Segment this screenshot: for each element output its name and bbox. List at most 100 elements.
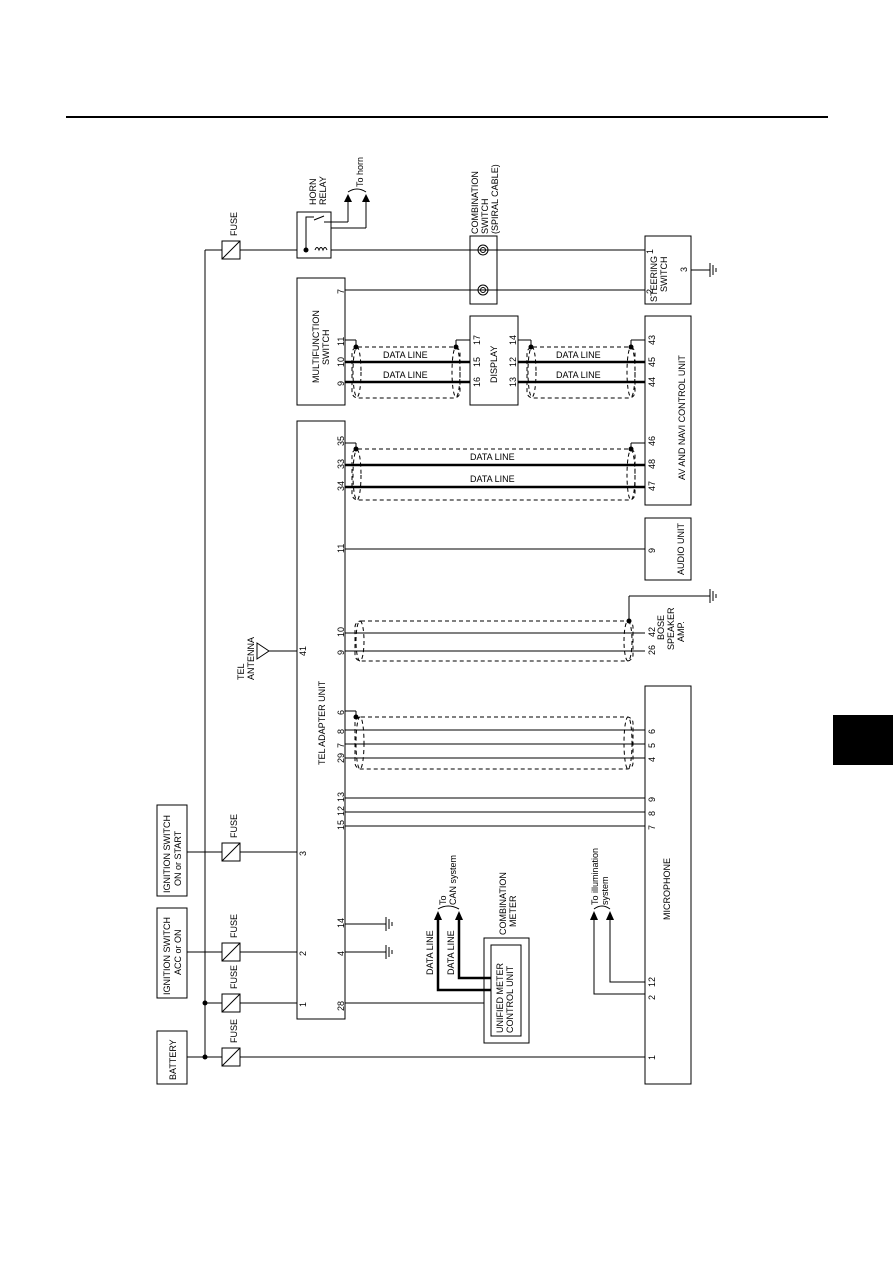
battery-box — [156, 1030, 188, 1085]
to-can-label-2: CAN system — [448, 855, 458, 905]
ground-icon — [385, 945, 393, 959]
data-line-label: DATA LINE — [556, 370, 601, 380]
tel-antenna-label-2: ANTENNA — [246, 637, 256, 680]
fuse-top — [221, 240, 241, 260]
antenna-icon — [256, 642, 270, 660]
tel-adapter-box — [296, 420, 346, 1020]
section-tab — [833, 715, 893, 765]
display-label: DISPLAY — [489, 346, 499, 383]
display-box — [469, 315, 519, 406]
pin-label: 9 — [336, 381, 346, 386]
pin-label: 15 — [472, 357, 482, 367]
arrow-up-icon — [590, 911, 598, 920]
unified-meter-box — [490, 944, 522, 1037]
fuse-tel-1 — [221, 993, 241, 1013]
pin-label: 15 — [336, 820, 346, 830]
ground-icon — [709, 589, 717, 603]
pin-label: 47 — [647, 481, 657, 491]
combination-switch-box — [469, 235, 498, 305]
pin-label: 12 — [508, 357, 518, 367]
steering-switch-label-1: STEERING — [649, 256, 659, 302]
pin-label: 28 — [336, 1001, 346, 1011]
pin-label: 34 — [336, 481, 346, 491]
fuse-battery — [221, 1047, 241, 1067]
audio-unit-label: AUDIO UNIT — [676, 522, 686, 575]
data-line-label: DATA LINE — [556, 350, 601, 360]
pin-label: 26 — [647, 645, 657, 655]
relay-coil-icon — [314, 247, 328, 252]
pin-label: 12 — [647, 977, 657, 987]
audio-unit-box — [644, 517, 692, 581]
ground-icon — [709, 263, 717, 277]
pin-label: 10 — [336, 627, 346, 637]
pin-label: 2 — [645, 289, 655, 294]
pin-label: 9 — [336, 650, 346, 655]
pin-label: 11 — [336, 337, 346, 346]
to-illumination-label-1: To illumination — [590, 848, 600, 905]
pin-label: 8 — [647, 811, 657, 816]
unified-meter-label-1: UNIFIED METER — [495, 962, 505, 1033]
pin-label: 33 — [336, 459, 346, 469]
pin-label: 2 — [647, 995, 657, 1000]
pin-label: 6 — [647, 729, 657, 734]
multifunction-switch-box — [296, 277, 346, 406]
pin-label: 46 — [647, 436, 657, 446]
pin-label: 7 — [647, 825, 657, 830]
pin-label: 14 — [336, 918, 346, 928]
horn-relay-box — [296, 211, 332, 259]
pin-label: 9 — [647, 548, 657, 553]
fuse-acc-label: FUSE — [229, 914, 239, 938]
fuse-top-label: FUSE — [229, 212, 239, 236]
to-illumination-label-2: system — [600, 876, 610, 905]
bose-label-1: BOSE — [656, 615, 666, 640]
fuse-start — [221, 842, 241, 862]
ground-icon — [385, 917, 393, 931]
shield-icon — [354, 620, 634, 662]
pin-label: 7 — [336, 289, 346, 294]
data-line-label: DATA LINE — [383, 350, 428, 360]
pin-label: 44 — [647, 377, 657, 387]
pin-label: 10 — [336, 357, 346, 367]
ignition-start-label-1: IGNITION SWITCH — [162, 815, 172, 893]
horn-relay-label-2: RELAY — [318, 176, 328, 205]
pin-label: 14 — [508, 335, 518, 345]
pin-label: 45 — [647, 357, 657, 367]
arrow-up-icon — [362, 194, 370, 202]
data-line-label: DATA LINE — [425, 930, 435, 975]
ignition-acc-label-1: IGNITION SWITCH — [162, 917, 172, 995]
to-can-label-1: To — [438, 895, 448, 905]
pin-label: 1 — [647, 1055, 657, 1060]
pin-label: 1 — [645, 249, 655, 254]
microphone-box — [644, 685, 692, 1085]
steering-switch-label-2: SWITCH — [659, 257, 669, 293]
fuse-acc — [221, 942, 241, 962]
tel-adapter-label: TEL ADAPTER UNIT — [317, 680, 327, 765]
combination-switch-label-1: COMBINATION — [470, 171, 480, 234]
arrow-up-icon — [344, 194, 352, 202]
junction-dot — [202, 1054, 208, 1060]
junction-dot — [202, 1000, 208, 1006]
data-line-label: DATA LINE — [446, 930, 456, 975]
pin-label: 4 — [647, 757, 657, 762]
av-navi-label: AV AND NAVI CONTROL UNIT — [677, 355, 687, 480]
av-navi-box — [644, 315, 692, 506]
to-horn-label: To horn — [355, 157, 365, 187]
tel-antenna-label-1: TEL — [236, 663, 246, 680]
multifunction-switch-label-2: SWITCH — [321, 330, 331, 366]
pin-label: 4 — [336, 951, 346, 956]
pin-label: 1 — [298, 1002, 308, 1007]
pin-label: 2 — [298, 951, 308, 956]
pin-label: 3 — [298, 851, 308, 856]
pin-label: 16 — [472, 377, 482, 387]
pin-label: 9 — [647, 797, 657, 802]
can-data-line-1 — [436, 918, 491, 992]
pin-label: 29 — [336, 753, 346, 763]
pin-label: 43 — [647, 335, 657, 345]
shield-icon — [354, 716, 634, 770]
data-line-label: DATA LINE — [470, 452, 515, 462]
bose-label-3: AMP. — [676, 621, 686, 642]
multifunction-switch-label-1: MULTIFUNCTION — [311, 310, 321, 383]
fuse-tel1-label: FUSE — [229, 965, 239, 989]
microphone-label: MICROPHONE — [662, 858, 672, 920]
